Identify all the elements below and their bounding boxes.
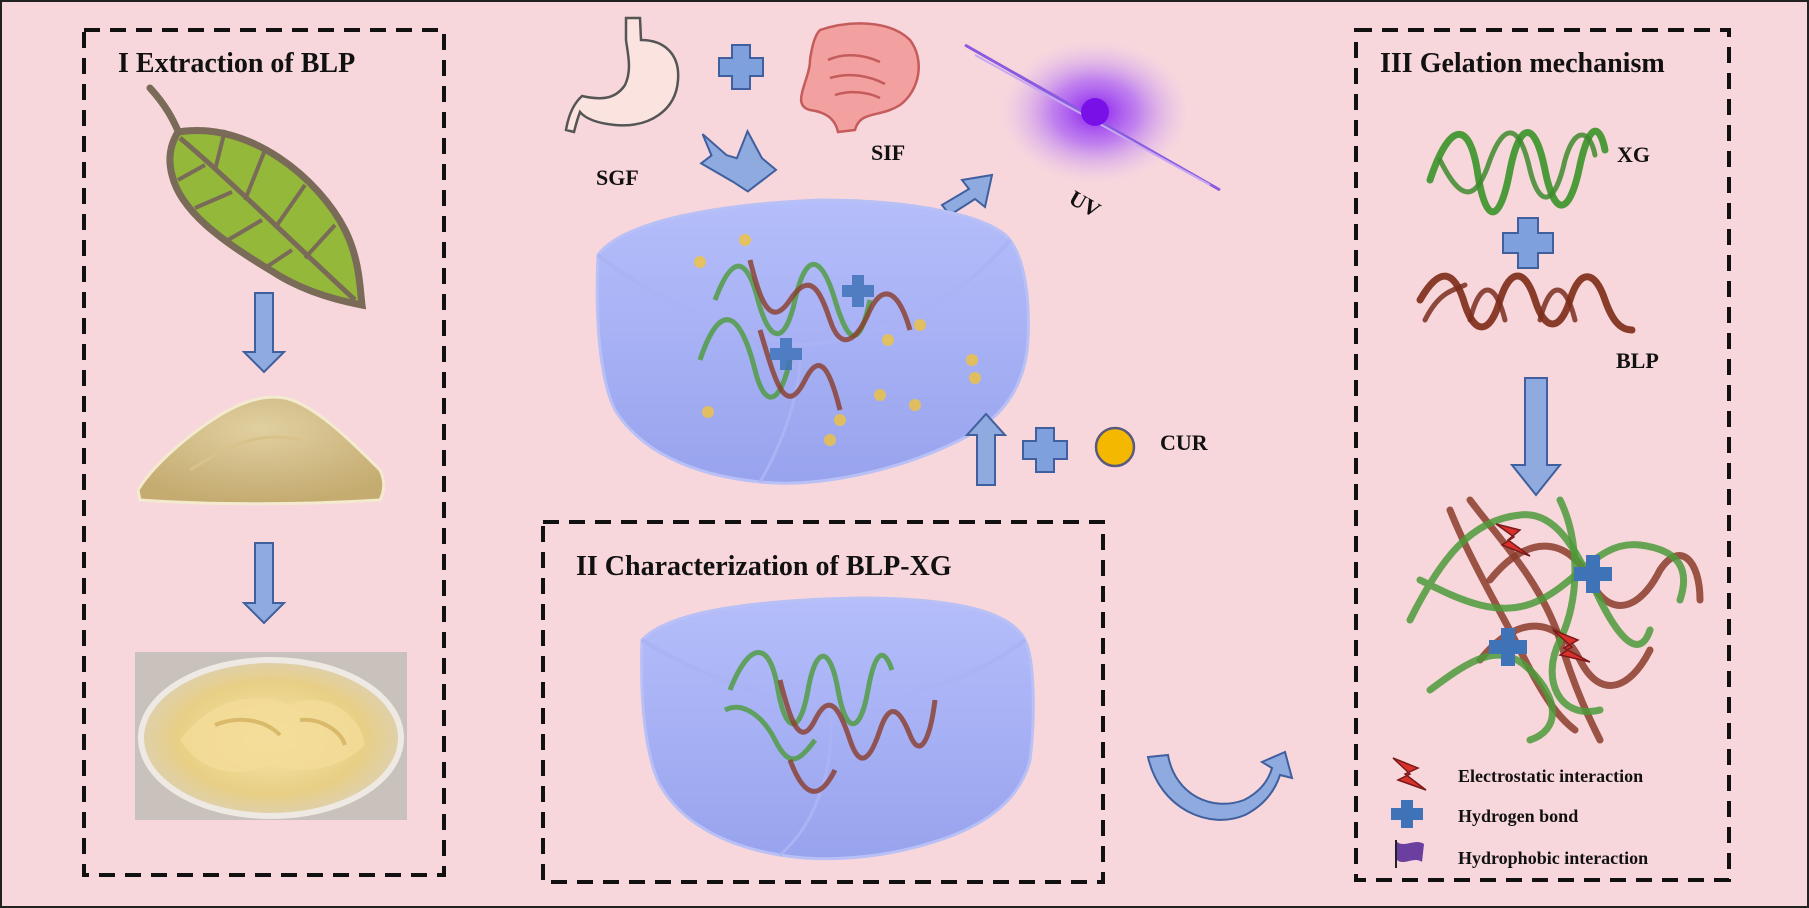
plus-icon <box>1022 427 1068 473</box>
legend-label: Electrostatic interaction <box>1458 766 1643 786</box>
flag-icon <box>1395 840 1424 868</box>
cross-icon <box>1391 800 1423 828</box>
legend: Electrostatic interaction Hydrogen bond … <box>1391 757 1648 868</box>
blp-strand-icon <box>1416 272 1636 334</box>
extraction-panel-title: I Extraction of BLP <box>118 48 355 79</box>
sif-label: SIF <box>871 140 905 165</box>
cur-dot-icon <box>1094 426 1136 468</box>
arrow-down-icon <box>1509 377 1563 497</box>
characterization-panel-border <box>541 520 1105 884</box>
intestine-icon <box>799 22 920 134</box>
legend-label: Hydrophobic interaction <box>1458 848 1648 868</box>
extraction-panel-border <box>82 28 446 877</box>
loaded-hydrogel-cube <box>595 198 1030 485</box>
sgf-label: SGF <box>596 165 639 190</box>
arrow-up-right-icon <box>940 173 994 217</box>
powder-icon <box>136 395 386 506</box>
curved-arrow-icon <box>1146 750 1294 821</box>
gelation-panel-title: III Gelation mechanism <box>1380 48 1665 79</box>
gel-network-icon <box>1406 496 1704 744</box>
xg-strand-icon <box>1426 127 1609 216</box>
characterization-panel-title: II Characterization of BLP-XG <box>576 551 952 582</box>
arrow-up-icon <box>964 412 1008 486</box>
lightning-icon <box>1392 757 1427 791</box>
blp-product-image <box>135 652 407 820</box>
arrow-down-icon <box>241 292 287 374</box>
arrow-down-icon <box>241 542 287 625</box>
arrow-up-left-icon <box>699 128 778 193</box>
legend-label: Hydrogen bond <box>1458 806 1578 826</box>
plus-icon <box>1502 217 1554 269</box>
uv-light-icon <box>964 40 1221 192</box>
xg-label: XG <box>1617 142 1650 167</box>
plus-icon <box>718 44 764 90</box>
cur-label: CUR <box>1160 430 1209 455</box>
stomach-icon <box>564 16 680 134</box>
blp-label: BLP <box>1616 348 1659 373</box>
leaf-icon <box>146 84 367 310</box>
hydrogel-cube <box>640 596 1035 861</box>
gelation-panel-border <box>1354 28 1731 882</box>
